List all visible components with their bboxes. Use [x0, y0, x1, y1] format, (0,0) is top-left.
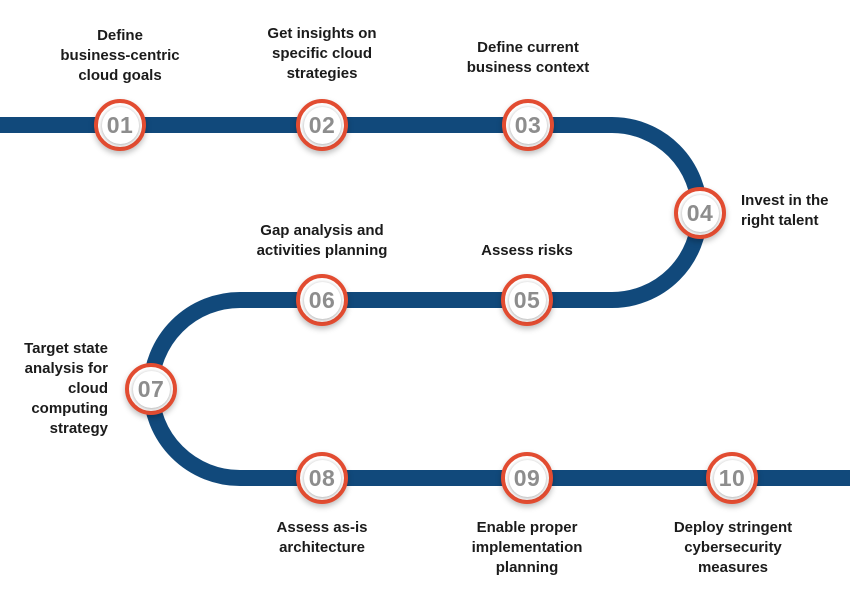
step-badge-02: 02 [296, 99, 348, 151]
step-number-04: 04 [686, 199, 714, 226]
step-badge-05-inner: 05 [508, 281, 546, 319]
step-number-10: 10 [718, 464, 746, 491]
step-number-08: 08 [308, 464, 336, 491]
step-badge-04-inner: 04 [681, 194, 719, 232]
step-label-10: Deploy stringent cybersecurity measures [673, 519, 793, 576]
step-badge-09-inner: 09 [508, 459, 546, 497]
step-badge-07-inner: 07 [132, 370, 170, 408]
step-number-07: 07 [137, 375, 165, 402]
step-number-05: 05 [513, 286, 541, 313]
snake-path-line [0, 117, 850, 486]
step-label-02: Get insights on specific cloud strategie… [267, 25, 377, 82]
step-badge-10: 10 [706, 452, 758, 504]
step-label-09: Enable proper implementation planning [471, 519, 583, 576]
step-number-06: 06 [308, 286, 336, 313]
step-badge-05: 05 [501, 274, 553, 326]
step-badge-03: 03 [502, 99, 554, 151]
step-badge-06: 06 [296, 274, 348, 326]
step-label-04: Invest in the right talent [741, 192, 829, 229]
step-badge-01-inner: 01 [101, 106, 139, 144]
step-badge-06-inner: 06 [303, 281, 341, 319]
step-number-09: 09 [513, 464, 541, 491]
step-badge-10-inner: 10 [713, 459, 751, 497]
step-badge-04: 04 [674, 187, 726, 239]
step-label-06: Gap analysis and activities planning [256, 222, 388, 259]
step-badge-09: 09 [501, 452, 553, 504]
step-label-07: Target state analysis for cloud computin… [24, 340, 108, 437]
step-badge-08: 08 [296, 452, 348, 504]
step-number-03: 03 [514, 111, 542, 138]
step-label-05: Assess risks [481, 242, 573, 259]
step-label-03: Define current business context [466, 39, 590, 76]
step-number-01: 01 [106, 111, 134, 138]
step-badge-03-inner: 03 [509, 106, 547, 144]
step-number-02: 02 [308, 111, 336, 138]
step-label-01: Define business-centric cloud goals [60, 27, 180, 84]
step-badge-02-inner: 02 [303, 106, 341, 144]
step-badge-01: 01 [94, 99, 146, 151]
step-label-08: Assess as-is architecture [276, 519, 368, 556]
step-badge-08-inner: 08 [303, 459, 341, 497]
step-badge-07: 07 [125, 363, 177, 415]
